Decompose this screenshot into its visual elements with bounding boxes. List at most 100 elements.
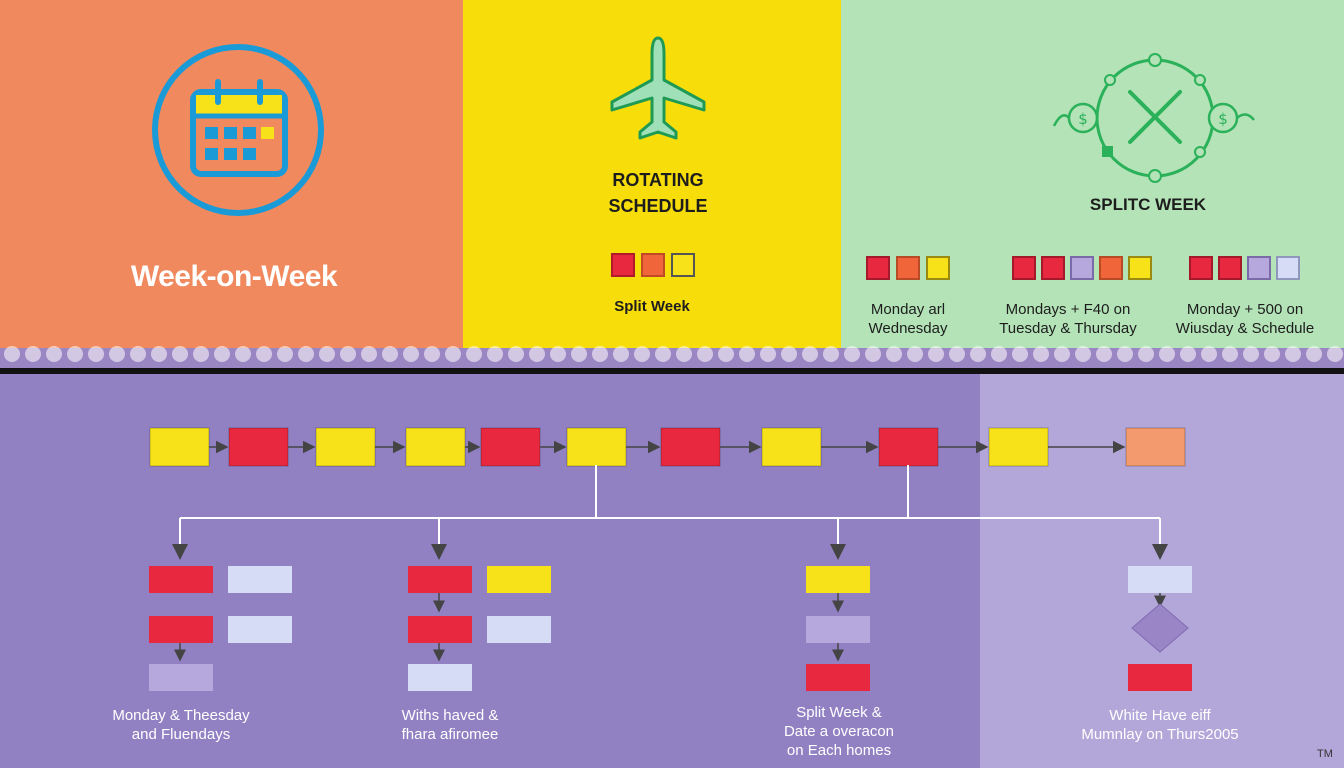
branch2-block-3: [408, 616, 472, 643]
branch4-block-1: [1128, 566, 1192, 593]
separator-dot: [1243, 346, 1259, 362]
separator-dot: [88, 346, 104, 362]
split-week-panel: [841, 0, 1344, 348]
separator-dot: [298, 346, 314, 362]
branch-connectors: [172, 465, 1168, 560]
timeline-block-2: [228, 427, 289, 467]
branch3-line2: Date a overacon: [783, 723, 895, 740]
branch-2-blocks: [408, 566, 551, 691]
group2-caption: Mondays + F40 on Tuesday & Thursday: [988, 300, 1148, 338]
branch-4-blocks: [1128, 566, 1192, 691]
separator-dot: [1306, 346, 1322, 362]
separator-dot: [1180, 346, 1196, 362]
separator-dot: [886, 346, 902, 362]
timeline-block-5: [480, 427, 541, 467]
separator-dot: [1033, 346, 1049, 362]
group3-square-1: [1189, 256, 1213, 280]
separator-dot: [1222, 346, 1238, 362]
group3-square-2: [1218, 256, 1242, 280]
separator-dot: [4, 346, 20, 362]
branch4-line1: White Have eiff: [1109, 707, 1211, 724]
separator-dot: [424, 346, 440, 362]
branch1-block-5: [149, 664, 213, 691]
rotating-caption: Split Week: [614, 298, 690, 315]
separator-dot: [1096, 346, 1112, 362]
separator-dot: [340, 346, 356, 362]
separator-dot: [403, 346, 419, 362]
timeline-block-3: [315, 427, 376, 467]
separator-dot: [571, 346, 587, 362]
group3-square-3: [1247, 256, 1271, 280]
separator-dot: [277, 346, 293, 362]
week-on-week-title: Week-on-Week: [130, 260, 338, 293]
separator-dot: [802, 346, 818, 362]
separator-dot: [46, 346, 62, 362]
group3-square-4: [1276, 256, 1300, 280]
separator-dot: [844, 346, 860, 362]
separator-dot: [487, 346, 503, 362]
branch2-block-4: [487, 616, 551, 643]
branch2-block-2: [487, 566, 551, 593]
svg-text:$: $: [1218, 110, 1228, 128]
branch3-line3: on Each homes: [786, 742, 892, 759]
group1-square-2: [896, 256, 920, 280]
separator-dot: [130, 346, 146, 362]
separator-dot: [907, 346, 923, 362]
branch2-caption: Withs haved & fhara afiromee: [370, 706, 530, 744]
group2-square-3: [1070, 256, 1094, 280]
timeline-block-9: [878, 427, 939, 467]
separator-dot: [1327, 346, 1343, 362]
separator-dot: [592, 346, 608, 362]
timeline-block-8: [761, 427, 822, 467]
separator-dot: [67, 346, 83, 362]
separator-dot: [1201, 346, 1217, 362]
rotating-square-1: [611, 253, 635, 277]
separator-dot: [1012, 346, 1028, 362]
branch1-block-3: [149, 616, 213, 643]
branch1-line2: and Fluendays: [131, 726, 231, 743]
separator-dot: [1075, 346, 1091, 362]
trademark-mark: TM: [1317, 748, 1333, 760]
group1-square-3: [926, 256, 950, 280]
separator-dot: [697, 346, 713, 362]
black-divider: [0, 368, 1344, 374]
branch4-decision-diamond: [1131, 603, 1189, 653]
separator-dot: [1285, 346, 1301, 362]
branch1-caption: Monday & Theesday and Fluendays: [96, 706, 266, 744]
rotating-title-line1: ROTATING: [612, 170, 704, 190]
separator-dot: [634, 346, 650, 362]
rotating-square-2: [641, 253, 665, 277]
separator-dot: [361, 346, 377, 362]
branch3-block-1: [806, 566, 870, 593]
group1-line2: Wednesday: [868, 320, 948, 337]
separator-dot: [823, 346, 839, 362]
separator-dot: [1138, 346, 1154, 362]
dot-separator: [0, 340, 1344, 368]
separator-dot: [781, 346, 797, 362]
group1-caption: Monday arl Wednesday: [846, 300, 970, 338]
timeline-block-10: [988, 427, 1049, 467]
separator-dot: [991, 346, 1007, 362]
separator-dot: [25, 346, 41, 362]
timeline-block-11: [1125, 427, 1186, 467]
branch1-block-4: [228, 616, 292, 643]
separator-dot: [613, 346, 629, 362]
separator-dot: [214, 346, 230, 362]
group1-square-1: [866, 256, 890, 280]
rotating-square-3: [671, 253, 695, 277]
group2-square-5: [1128, 256, 1152, 280]
timeline-block-1: [149, 427, 210, 467]
group1-line1: Monday arl: [870, 301, 946, 318]
group2-square-2: [1041, 256, 1065, 280]
separator-dot: [865, 346, 881, 362]
timeline-block-6: [566, 427, 627, 467]
separator-dot: [445, 346, 461, 362]
separator-dot: [256, 346, 272, 362]
separator-dot: [718, 346, 734, 362]
separator-dot: [151, 346, 167, 362]
group2-line1: Mondays + F40 on: [1005, 301, 1131, 318]
split-week-title: SPLITC WEEK: [1089, 195, 1207, 214]
timeline-block-7: [660, 427, 721, 467]
branch4-line2: Mumnlay on Thurs2005: [1081, 726, 1239, 743]
